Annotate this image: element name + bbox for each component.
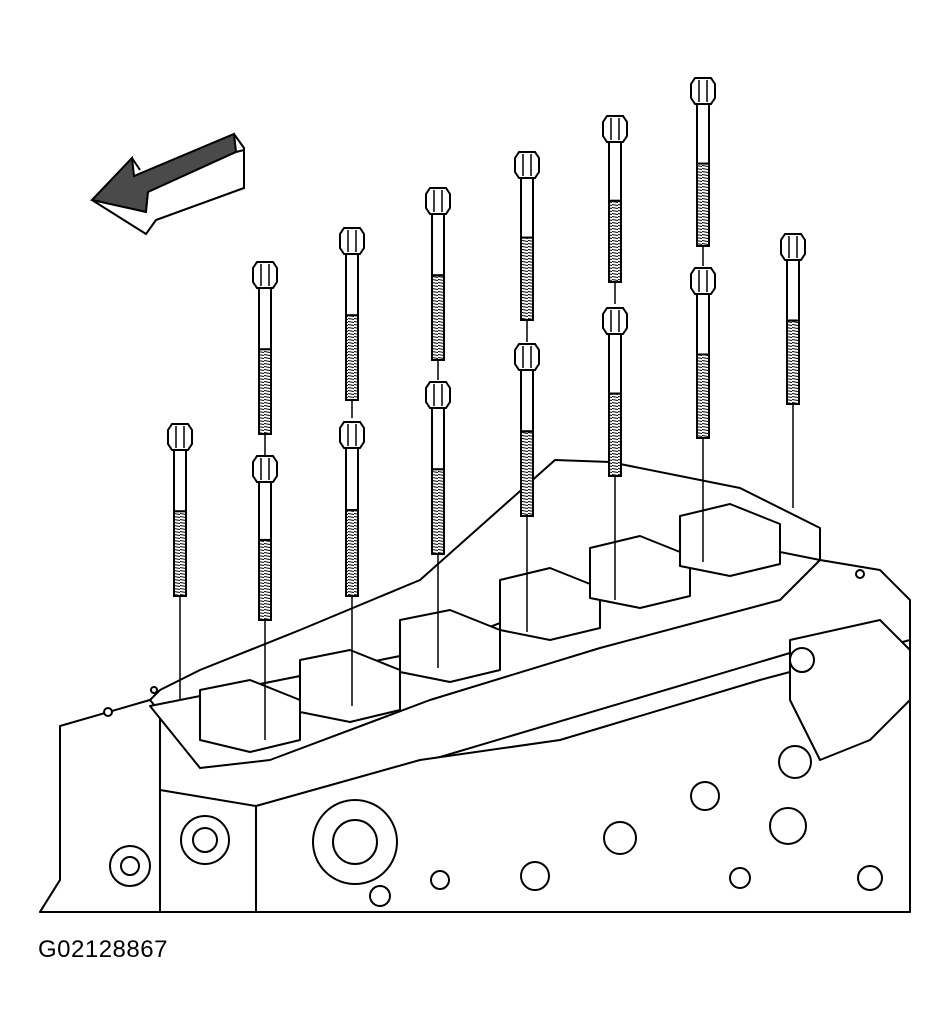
cylinder-head-bolt-icon bbox=[602, 115, 628, 283]
cylinder-head-bolt-icon bbox=[167, 423, 193, 598]
cylinder-head-bolt-icon bbox=[780, 233, 806, 406]
cylinder-head-bolt-icon bbox=[339, 421, 365, 597]
cylinder-head-block bbox=[39, 459, 911, 913]
cylinder-head-bolts bbox=[167, 77, 806, 622]
block-bosses bbox=[103, 569, 883, 907]
cylinder-head-bolt-icon bbox=[514, 343, 540, 518]
cylinder-head-bolt-icon bbox=[690, 77, 716, 247]
bolt-centerlines bbox=[179, 246, 794, 740]
cylinder-head-bolt-icon bbox=[514, 151, 540, 321]
cylinder-head-bolt-icon bbox=[425, 381, 451, 556]
direction-arrow-icon bbox=[90, 132, 245, 236]
cylinder-head-bolt-icon bbox=[425, 187, 451, 362]
cylinder-head-bolt-icon bbox=[690, 267, 716, 440]
cylinder-head-bolt-icon bbox=[339, 227, 365, 402]
figure-id: G02128867 bbox=[38, 936, 168, 963]
cylinder-head-bolt-icon bbox=[252, 261, 278, 436]
cylinder-head-bolt-icon bbox=[602, 307, 628, 478]
cylinder-head-bolt-icon bbox=[252, 455, 278, 622]
